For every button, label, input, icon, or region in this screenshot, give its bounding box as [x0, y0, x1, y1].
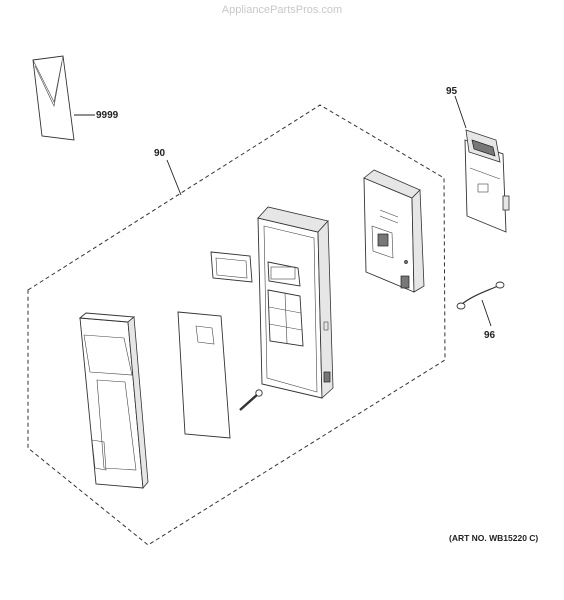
- leader-line-95: [454, 95, 467, 129]
- callout-95: 95: [446, 86, 458, 97]
- control-board[interactable]: [464, 129, 510, 233]
- door-trim-frame[interactable]: [78, 312, 149, 489]
- literature-envelope[interactable]: [32, 55, 75, 141]
- keypad-grid: [267, 289, 304, 347]
- callout-96: 96: [484, 330, 496, 341]
- control-module-bracket[interactable]: [363, 169, 425, 293]
- wire-harness[interactable]: [456, 281, 505, 310]
- callout-9999: 9999: [96, 110, 119, 121]
- control-panel-frame[interactable]: [257, 206, 334, 399]
- leader-line-96: [481, 299, 492, 327]
- display-window[interactable]: [210, 251, 253, 283]
- assembly-boundary: [27, 104, 446, 546]
- leader-line-90: [166, 159, 182, 196]
- watermark: AppliancePartsPros.com: [221, 4, 343, 16]
- touch-overlay-panel[interactable]: [177, 311, 231, 439]
- mounting-screw[interactable]: [239, 389, 263, 411]
- art-number: (ART NO. WB15220 C): [449, 533, 539, 543]
- callout-90: 90: [154, 148, 166, 159]
